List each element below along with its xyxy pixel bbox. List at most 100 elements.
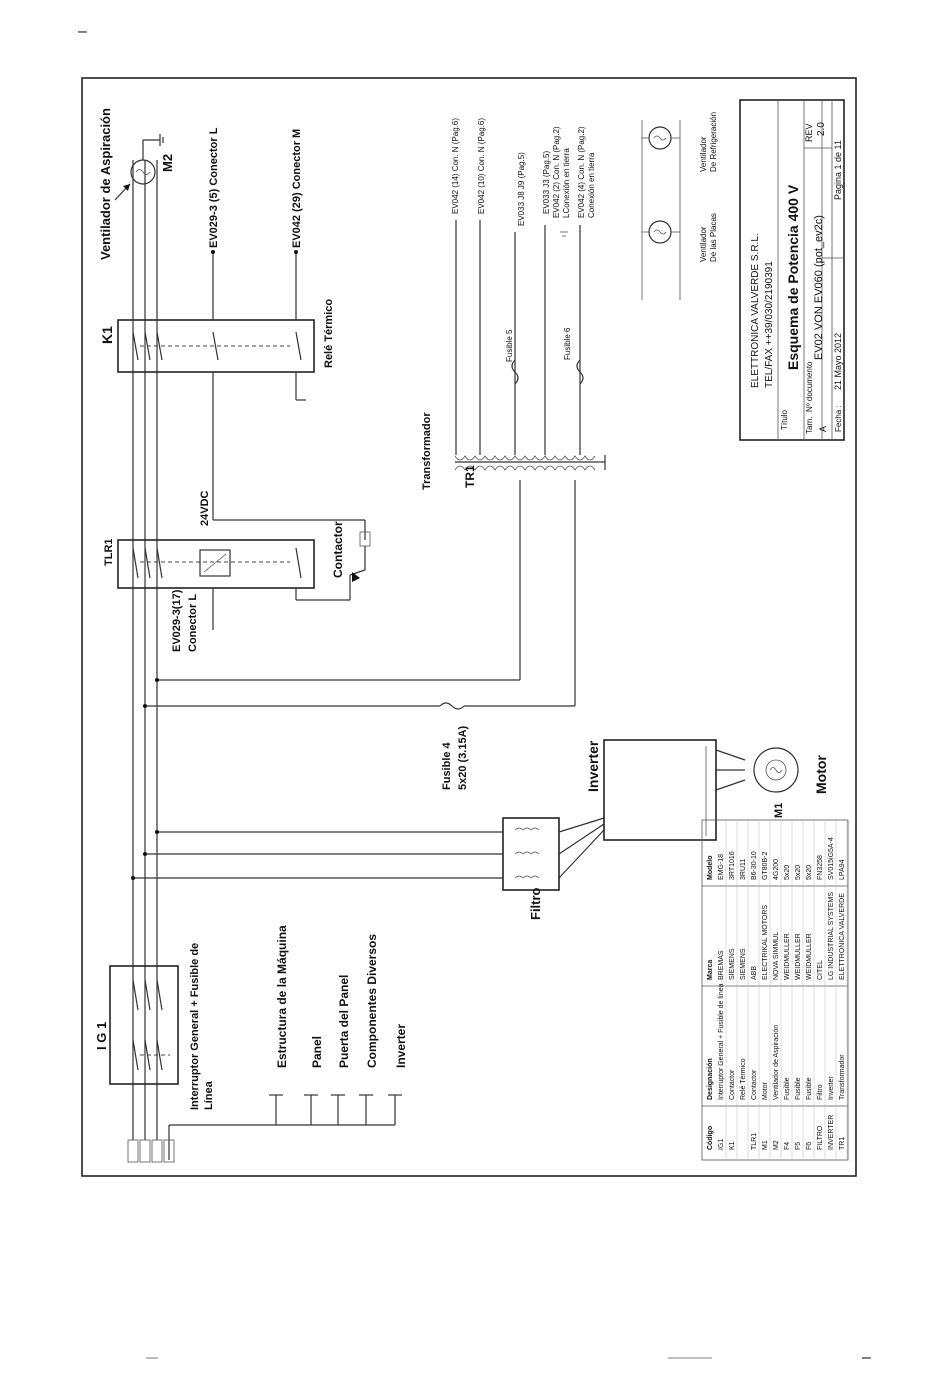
bom-cell: 3RU11 (740, 859, 747, 880)
motor-m1 (753, 747, 799, 793)
label-motor: Motor (813, 755, 829, 794)
bom-cell: LPA94 (839, 859, 846, 880)
bom-cell: 5x20 (795, 865, 802, 880)
fecha-label: Fecha : (834, 405, 843, 432)
label-contactor: Contactor (331, 521, 345, 578)
bom-cell: IG1 (718, 1139, 725, 1150)
label-tr1: TR1 (463, 465, 477, 488)
label-k1: K1 (99, 326, 115, 344)
tr-out-label: EV042 (2) Con. N (Pag.2) (552, 126, 561, 218)
contactor-tlr1 (117, 519, 371, 630)
label-vent-ref-2: De Refrigeración (709, 112, 718, 172)
contactor-k1 (117, 319, 315, 520)
plug-l2 (139, 1139, 151, 1163)
bom-cell: B6-30-10 (751, 851, 758, 880)
label-ev029-l: EV029-3 (5) Conector L (208, 127, 220, 248)
bom-cell: CITEL (817, 960, 824, 980)
top-mark: – (78, 23, 87, 40)
label-fusible5: Fusible 5 (505, 329, 514, 362)
bom-cell: Interruptor General + Fusible de línea (718, 983, 725, 1100)
tr-out-label: EV033 J8 J9 (Pag.5) (517, 152, 526, 226)
bom-cell: SIEMENS (740, 948, 747, 980)
plug-pe (163, 1139, 175, 1163)
ground-label: Estructura de la Máquina (275, 925, 289, 1068)
bom-rows: CódigoDesignaciónMarcaModeloIG1Interrupt… (707, 820, 848, 1160)
bom-cell: WEIDMULLER (806, 933, 813, 980)
plug-l3 (151, 1139, 163, 1163)
label-ig1: I G 1 (94, 1022, 109, 1050)
tr-out-label: EV033 J3 (Pag.5) (542, 151, 551, 214)
transformer-output-labels: EV042 (14) Con. N (Pag.6) EV042 (10) Con… (451, 118, 596, 226)
bom-cell: Filtro (817, 1084, 824, 1100)
main-bus (127, 160, 175, 1163)
label-interruptor-2: Línea (203, 1080, 215, 1110)
pagina-value: Pagina 1 de 11 (833, 140, 843, 200)
tam-value: A (818, 426, 828, 432)
bom-cell: 5x20 (806, 865, 813, 880)
doc-label: Nº documento (805, 361, 814, 412)
bom-header-cell: Modelo (707, 856, 714, 881)
bom-cell: F5 (795, 1142, 802, 1150)
bom-cell: M1 (762, 1140, 769, 1150)
bom-cell: Inverter (828, 1076, 835, 1100)
fecha-value: 21 Mayo 2012 (833, 333, 843, 390)
document-title: Esquema de Potencia 400 V (785, 184, 801, 370)
bom-cell: Relé Térmico (740, 1058, 747, 1100)
bom-cell: INVERTER (828, 1115, 835, 1150)
bom-cell: ELETTRONICA VALVERDE (839, 893, 846, 980)
motor-m2 (114, 134, 164, 201)
label-fusible6: Fusible 6 (563, 327, 572, 360)
label-filtro: Filtro (528, 887, 543, 920)
ground-label: Panel (310, 1036, 324, 1068)
bom-cell: EMG-18 (718, 854, 725, 880)
company-name: ELETTRONICA VALVERDE S.R.L. (750, 233, 761, 388)
bom-cell: F6 (806, 1142, 813, 1150)
bom-cell: FILTRO (817, 1125, 824, 1150)
feed-wires (143, 480, 576, 710)
bottom-mark: – (862, 1349, 871, 1366)
label-ev042-m: EV042 (29) Conector M (291, 129, 303, 248)
ground-bus (169, 1094, 402, 1126)
tam-label: Tam. (805, 417, 814, 434)
ground-label: Componentes Diversos (365, 934, 379, 1068)
bom-cell: WEIDMULLER (784, 933, 791, 980)
bom-cell: 4G200 (773, 859, 780, 880)
titulo-label: Título (780, 409, 789, 430)
bom-header-cell: Designación (707, 1058, 714, 1100)
ground-labels: Estructura de la Máquina Panel Puerta de… (275, 925, 408, 1068)
tr-out-label: EV042 (4) Con. N (Pag.2) (577, 126, 586, 218)
bom-cell: TLR1 (751, 1133, 758, 1150)
bom-cell: ABB (751, 966, 758, 980)
ground-label: Inverter (394, 1024, 408, 1068)
bom-cell: K1 (729, 1141, 736, 1150)
rev-label: REV (804, 123, 814, 142)
bom-cell: Contactor (729, 1069, 736, 1100)
bom-cell: Fusible (795, 1077, 802, 1100)
bom-cell: SV015iG5A-4 (828, 837, 835, 880)
bom-cell: TR1 (839, 1137, 846, 1150)
tr-out-label: LConexión en tierra (562, 148, 571, 218)
label-inverter: Inverter (585, 740, 601, 792)
label-vent-ref-1: Ventilador (699, 136, 708, 172)
bom-cell: LG INDUSTRIAL SYSTEMS (828, 892, 835, 980)
bom-cell: WEIDMULLER (795, 933, 802, 980)
title-block (739, 99, 845, 441)
ground-label: Puerta del Panel (337, 975, 351, 1068)
bom-cell: Motor (762, 1081, 769, 1100)
bom-cell: 5x20 (784, 865, 791, 880)
label-tlr1: TLR1 (103, 539, 115, 567)
plug-l1 (127, 1139, 139, 1163)
drawing-frame (81, 77, 857, 1177)
bom-cell: M2 (773, 1140, 780, 1150)
label-ev029-17: EV029-3(17) (171, 589, 183, 652)
bom-cell: Ventilador de Aspiración (773, 1025, 780, 1100)
label-interruptor-1: Interruptor General + Fusible de (189, 943, 201, 1110)
bom-table (701, 819, 849, 1161)
label-m2: M2 (160, 154, 175, 172)
label-vent-placas-1: Ventilador (699, 226, 708, 262)
company-telfax: TEL/FAX ++39/030/2190391 (764, 261, 775, 388)
label-m1: M1 (773, 803, 785, 818)
label-ventilador-aspiracion: Ventilador de Aspiración (98, 108, 113, 260)
